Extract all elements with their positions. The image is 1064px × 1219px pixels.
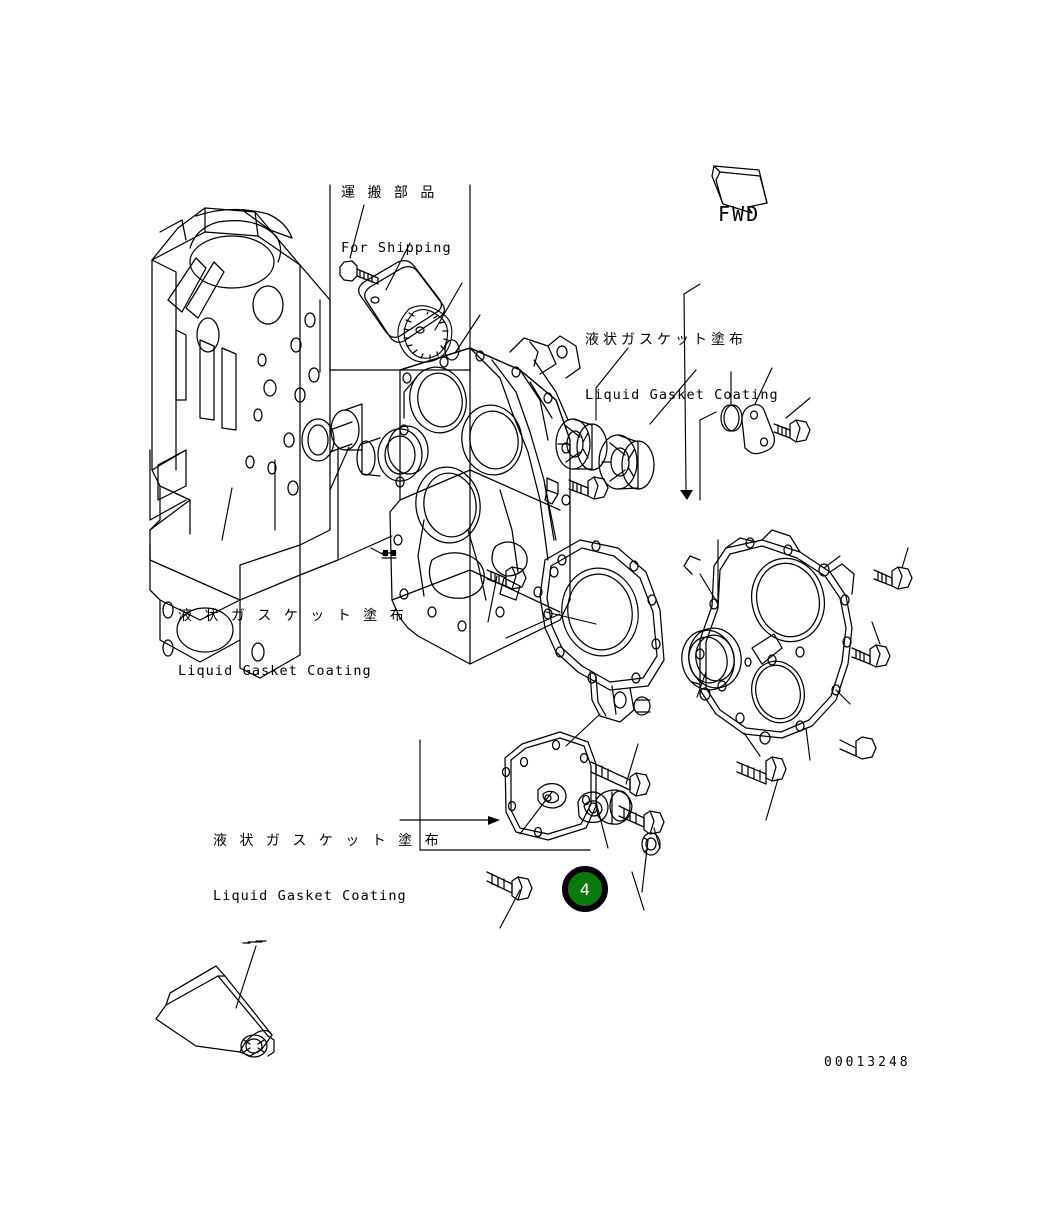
annotation-jp-text: 液 状 ガ ス ケ ッ ト 塗 布 — [213, 833, 443, 849]
shipping-cover-assembly-drawing — [339, 260, 460, 363]
front-oil-seal-drawing — [681, 627, 742, 691]
callout-4[interactable]: 4 — [562, 866, 608, 912]
annotation-jp-text: 液 状 ガ ス ケ ッ ト 塗 布 — [178, 608, 408, 624]
annotation-en-text: Liquid Gasket Coating — [585, 387, 779, 403]
fwd-arrow-drawing — [711, 165, 768, 214]
annotation-for-shipping: 運 搬 部 品 For Shipping — [341, 146, 452, 295]
bolts-drawing — [486, 476, 913, 901]
annotation-jp-text: 運 搬 部 品 — [341, 185, 439, 201]
leader-lines — [221, 184, 909, 1009]
side-cover-plate-drawing — [501, 731, 661, 856]
gear-case-housing-drawing — [356, 335, 581, 665]
annotation-liquid-gasket-left: 液 状 ガ ス ケ ッ ト 塗 布 Liquid Gasket Coating — [178, 569, 408, 718]
drawing-part-number: 00013248 — [824, 1055, 911, 1070]
annotation-en-text: Liquid Gasket Coating — [178, 663, 372, 679]
idler-gear-bushings-drawing — [555, 418, 655, 490]
gear-case-gasket-drawing — [683, 529, 855, 745]
annotation-en-text: For Shipping — [341, 240, 452, 256]
callout-number: 4 — [579, 879, 591, 899]
fwd-label-text: FWD — [718, 202, 761, 226]
annotation-en-text: Liquid Gasket Coating — [213, 888, 407, 904]
cylinder-block-drawing — [149, 207, 363, 679]
gear-case-cover-drawing — [539, 539, 665, 723]
gasket-sealant-tube-drawing — [155, 965, 275, 1058]
fwd-arrow-label: FWD — [718, 168, 760, 261]
retainer-plate-assembly-drawing — [720, 404, 811, 455]
annotation-liquid-gasket-bottom: 液 状 ガ ス ケ ッ ト 塗 布 Liquid Gasket Coating — [213, 794, 443, 943]
annotation-jp-text: 液状ガスケット塗布 — [585, 332, 747, 348]
annotation-liquid-gasket-top: 液状ガスケット塗布 Liquid Gasket Coating — [585, 293, 779, 442]
